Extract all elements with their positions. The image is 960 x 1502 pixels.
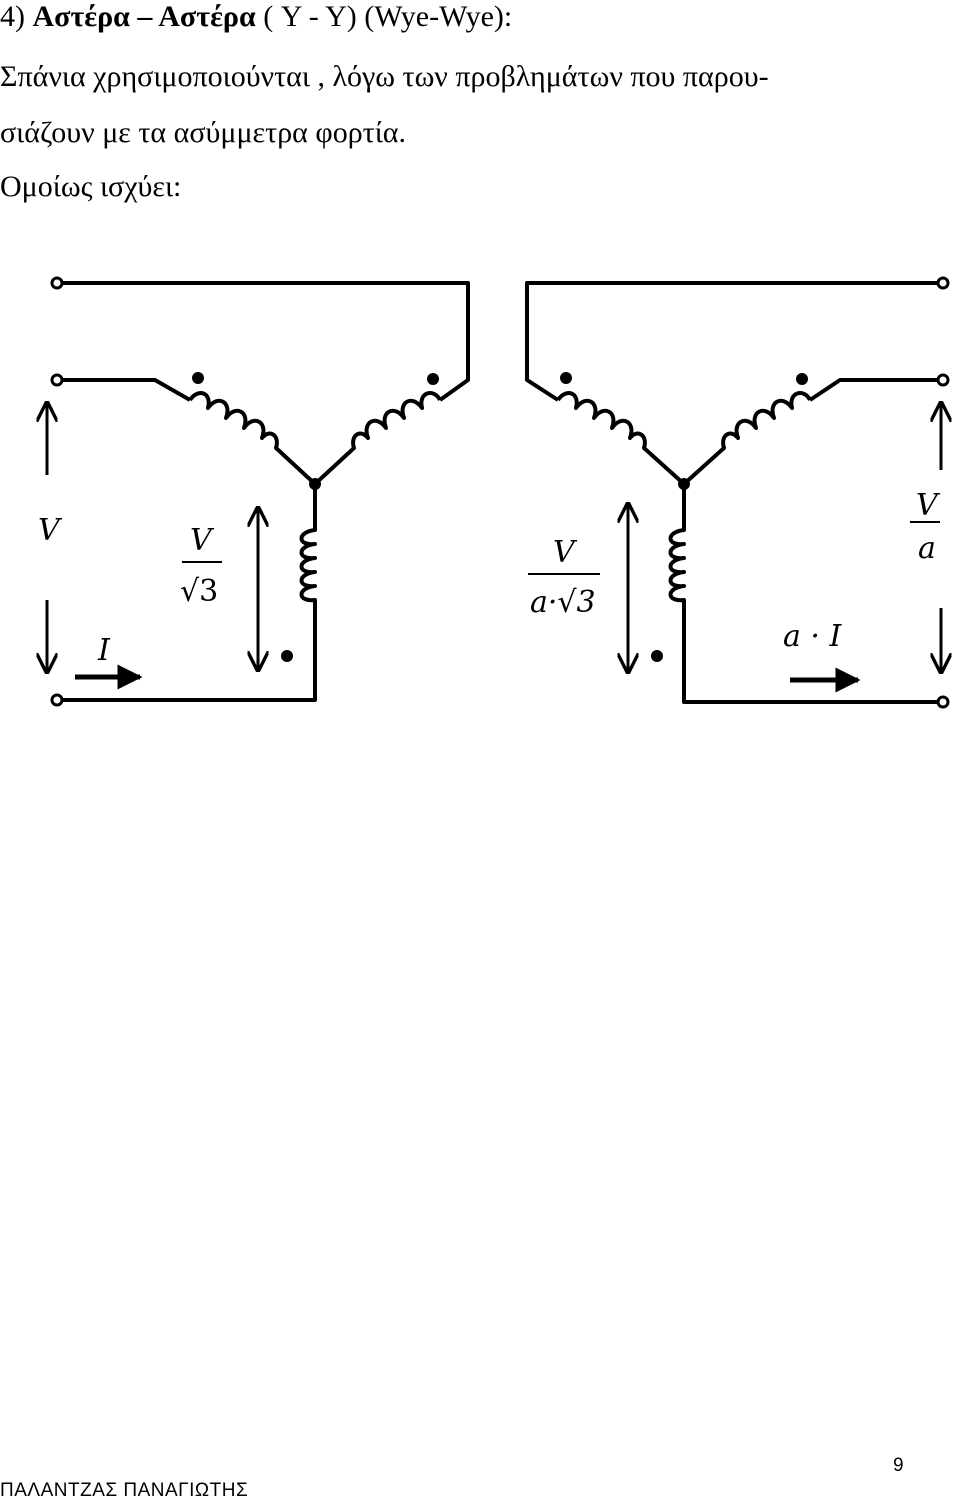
secondary-coil-c (668, 484, 940, 704)
secondary-terminal-bot (936, 695, 950, 709)
polarity-dot (427, 373, 439, 385)
primary-coil-b (313, 391, 442, 486)
polarity-dot (651, 650, 663, 662)
secondary-current-label: a · I (783, 619, 842, 654)
secondary-coil-b (682, 391, 812, 486)
secondary-neutral-node (678, 478, 690, 490)
primary-phase-voltage-numerator: V (190, 523, 215, 558)
heading-subtitle: ( Y - Y) (Wye-Wye): (263, 0, 513, 33)
secondary-line-voltage-numerator: V (916, 488, 941, 523)
page-number: 9 (893, 1455, 904, 1476)
paragraph-line-3: Ομοίως ισχύει: (0, 170, 182, 203)
polarity-dot (796, 373, 808, 385)
primary-coil-c (60, 484, 317, 702)
primary-terminal-bot (50, 693, 64, 707)
polarity-dot (192, 372, 204, 384)
primary-line-voltage-label: V (38, 513, 63, 548)
primary-wye (60, 281, 470, 702)
secondary-top-wire (525, 281, 940, 402)
primary-neutral-node (309, 478, 321, 490)
secondary-mid-wire (808, 378, 940, 402)
wye-wye-transformer-diagram: V I V √3 V a·√3 a · I V a (0, 276, 960, 709)
paragraph-line-1: Σπάνια χρησιμοποιούνται , λόγω των προβλ… (0, 60, 769, 93)
primary-top-wire (60, 281, 470, 402)
primary-phase-voltage-denominator: √3 (180, 574, 218, 609)
secondary-terminal-top (936, 276, 950, 290)
section-heading: 4) Αστέρα – Αστέρα ( Y - Y) (Wye-Wye): (0, 2, 512, 32)
primary-terminal-mid (50, 373, 64, 387)
secondary-terminal-mid (936, 373, 950, 387)
secondary-phase-voltage-numerator: V (553, 535, 578, 570)
polarity-dot (560, 372, 572, 384)
primary-mid-wire (60, 378, 191, 402)
secondary-wye (525, 281, 940, 704)
primary-terminal-top (50, 276, 64, 290)
polarity-dot (281, 650, 293, 662)
footer-author: ΠΑΛΑΝΤΖΑΣ ΠΑΝΑΓΙΩΤΗΣ (0, 1480, 249, 1501)
primary-current-label: I (97, 633, 111, 668)
secondary-phase-voltage-denominator: a·√3 (530, 585, 596, 620)
primary-coil-a (188, 391, 317, 486)
secondary-line-voltage-denominator: a (918, 531, 936, 566)
heading-title: Αστέρα – Αστέρα (32, 0, 256, 33)
paragraph-line-2: σιάζουν με τα ασύμμετρα φορτία. (0, 116, 407, 149)
secondary-coil-a (556, 391, 686, 486)
heading-number: 4) (0, 0, 25, 33)
